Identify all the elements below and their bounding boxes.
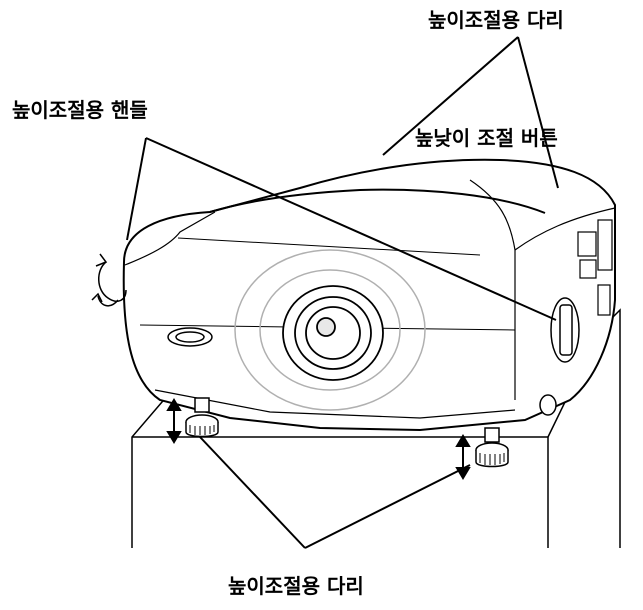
front-left-foot[interactable] bbox=[185, 397, 219, 438]
height-legs-label-bottom: 높이조절용 다리 bbox=[228, 574, 364, 598]
side-connector-panel bbox=[577, 219, 613, 316]
lens bbox=[282, 285, 384, 381]
height-legs-label-top: 높이조절용 다리 bbox=[428, 8, 564, 32]
height-arrow-left bbox=[166, 398, 182, 444]
rear-foot bbox=[539, 394, 557, 416]
projector-body bbox=[122, 158, 616, 432]
callout-lines bbox=[126, 36, 559, 549]
front-right-foot[interactable] bbox=[475, 427, 509, 468]
height-adjust-button[interactable] bbox=[550, 297, 580, 363]
height-button-label: 높낮이 조절 버튼 bbox=[415, 126, 558, 150]
height-handle-label: 높이조절용 핸들 bbox=[12, 98, 148, 122]
rotation-arrows-icon bbox=[91, 253, 127, 307]
lens-assembly bbox=[234, 249, 426, 411]
logo-plate bbox=[167, 327, 213, 347]
